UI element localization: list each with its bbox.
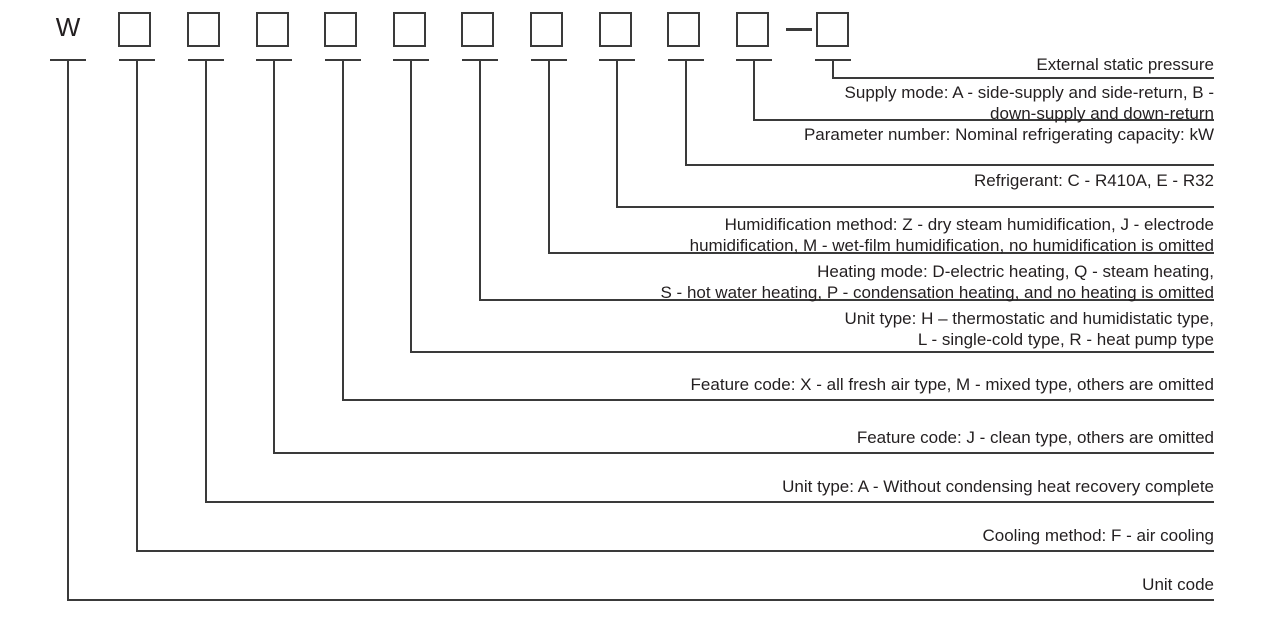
label-supply-mode: Supply mode: A - side-supply and side-re… (845, 82, 1214, 124)
code-row: W (0, 0, 1268, 60)
label-unit-type-hlr: Unit type: H – thermostatic and humidist… (845, 308, 1214, 350)
label-humidification-method: Humidification method: Z - dry steam hum… (690, 214, 1214, 256)
code-box-11[interactable] (816, 12, 849, 47)
code-box-8[interactable] (599, 12, 632, 47)
label-unit-type-a: Unit type: A - Without condensing heat r… (782, 477, 1214, 496)
label-supply-mode-line-1: Supply mode: A - side-supply and side-re… (844, 83, 1214, 102)
code-box-10[interactable] (736, 12, 769, 47)
label-supply-mode-line-2: down-supply and down-return (990, 104, 1214, 123)
code-box-9[interactable] (667, 12, 700, 47)
code-prefix-letter: W (55, 12, 81, 42)
code-box-7[interactable] (530, 12, 563, 47)
label-parameter-number: Parameter number: Nominal refrigerating … (803, 125, 1214, 144)
code-box-4[interactable] (324, 12, 357, 47)
label-cooling-method: Cooling method: F - air cooling (982, 526, 1214, 545)
label-unit-type-hlr-line-1: Unit type: H – thermostatic and humidist… (844, 309, 1214, 328)
code-box-5[interactable] (393, 12, 426, 47)
label-heating-mode-line-2: S - hot water heating, P - condensation … (660, 283, 1215, 302)
label-feature-code-j: Feature code: J - clean type, others are… (856, 428, 1214, 447)
label-unit-type-hlr-line-2: L - single-cold type, R - heat pump type (917, 330, 1214, 349)
code-separator-dash (786, 28, 812, 31)
label-heating-mode-line-1: Heating mode: D-electric heating, Q - st… (817, 262, 1214, 281)
label-humidification-method-line-1: Humidification method: Z - dry steam hum… (724, 215, 1214, 234)
label-humidification-method-line-2: humidification, M - wet-film humidificat… (689, 236, 1214, 255)
label-unit-code: Unit code (1142, 575, 1214, 594)
label-external-static-pressure: External static pressure (1036, 55, 1214, 74)
code-box-1[interactable] (118, 12, 151, 47)
label-feature-code-xm: Feature code: X - all fresh air type, M … (690, 375, 1214, 394)
code-box-3[interactable] (256, 12, 289, 47)
code-box-6[interactable] (461, 12, 494, 47)
code-box-2[interactable] (187, 12, 220, 47)
label-heating-mode: Heating mode: D-electric heating, Q - st… (661, 261, 1215, 303)
label-refrigerant: Refrigerant: C - R410A, E - R32 (974, 171, 1214, 190)
